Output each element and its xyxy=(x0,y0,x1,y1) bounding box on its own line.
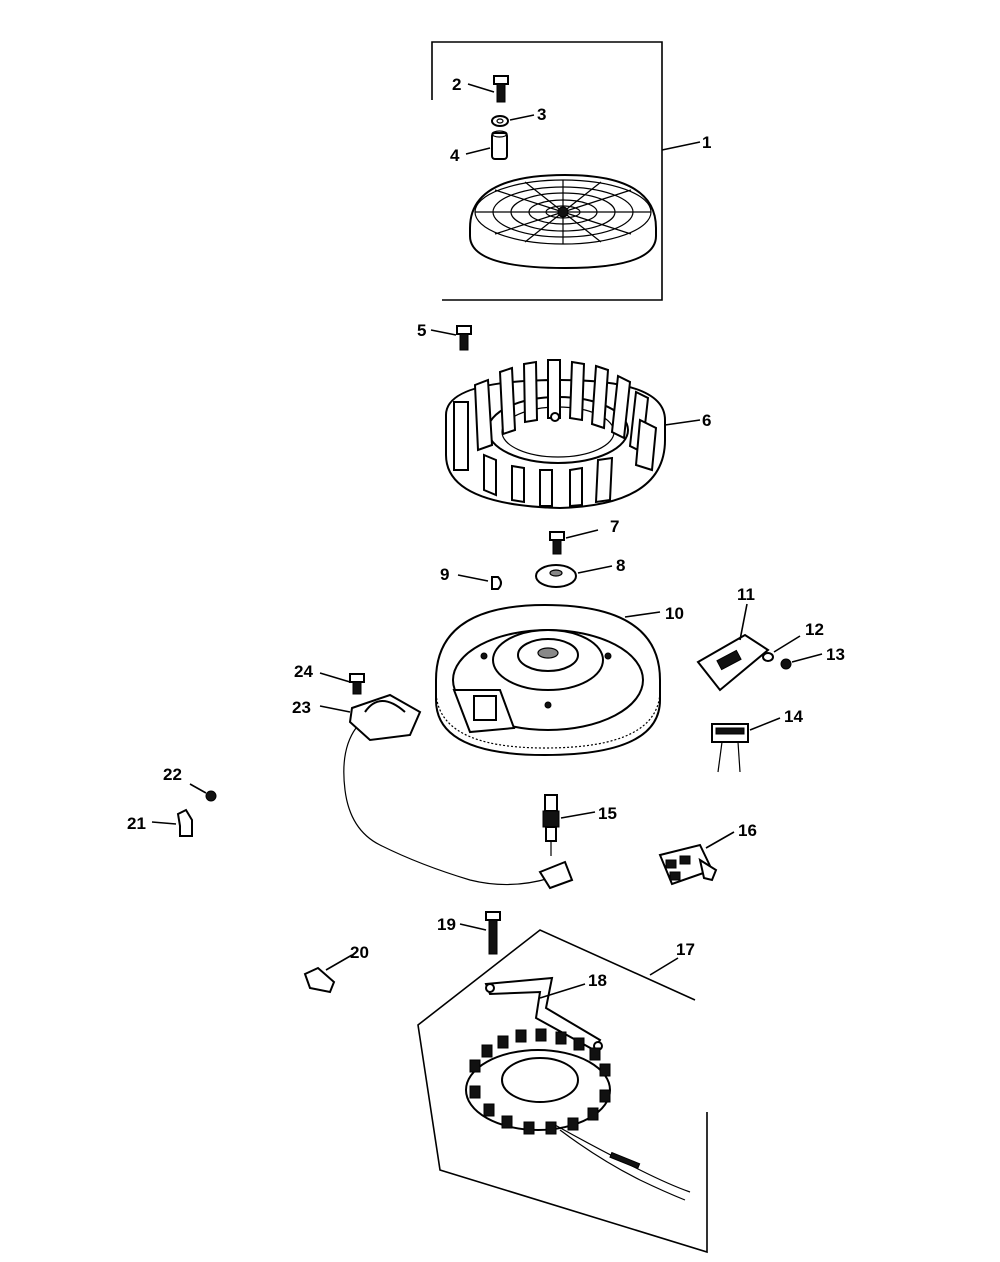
grille-screen xyxy=(469,173,657,270)
part-9-key xyxy=(457,574,502,590)
callout-5: 5 xyxy=(417,321,426,340)
callout-17: 17 xyxy=(676,940,695,959)
callout-9: 9 xyxy=(440,565,449,584)
callout-14: 14 xyxy=(784,707,803,726)
callout-7: 7 xyxy=(610,517,619,536)
part-11-rectifier xyxy=(696,603,770,692)
part-14-connector xyxy=(711,717,781,773)
part-4-spacer xyxy=(465,130,508,160)
callout-11: 11 xyxy=(737,585,755,604)
part-22-nut xyxy=(189,783,217,802)
part-16-block-connector xyxy=(658,831,735,886)
callout-4: 4 xyxy=(450,146,460,165)
callout-6: 6 xyxy=(702,411,711,430)
part-15-spark-plug xyxy=(542,794,596,856)
part-2-bolt xyxy=(467,75,509,103)
part-23-ignition-module xyxy=(319,693,574,890)
group-box-1 xyxy=(431,41,701,301)
part-8-washer xyxy=(535,564,613,588)
callout-23: 23 xyxy=(292,698,311,717)
callout-8: 8 xyxy=(616,556,625,575)
part-7-bolt xyxy=(549,529,599,555)
callout-3: 3 xyxy=(537,105,546,124)
part-5-bolt xyxy=(430,325,472,351)
stator xyxy=(465,1028,691,1201)
callout-12: 12 xyxy=(805,620,824,639)
group-box-17 xyxy=(417,929,708,1254)
part-3-washer xyxy=(491,114,535,127)
part-19-bolt xyxy=(459,911,501,955)
callout-16: 16 xyxy=(738,821,757,840)
part-12-washer xyxy=(762,635,801,662)
callout-21: 21 xyxy=(127,814,146,833)
callout-24: 24 xyxy=(294,662,313,681)
part-13-nut xyxy=(780,653,823,670)
callout-19: 19 xyxy=(437,915,456,934)
callout-22: 22 xyxy=(163,765,182,784)
callout-20: 20 xyxy=(350,943,369,962)
callout-13: 13 xyxy=(826,645,845,664)
part-20-clip xyxy=(303,954,353,994)
part-6-fan xyxy=(445,359,701,510)
part-21-clip xyxy=(151,808,193,837)
callout-1: 1 xyxy=(702,133,711,152)
callout-labels: 1 2 3 4 5 6 7 8 9 10 11 12 13 14 15 16 1… xyxy=(127,75,845,990)
part-10-flywheel xyxy=(435,603,661,757)
callout-15: 15 xyxy=(598,804,617,823)
part-24-bolt xyxy=(319,672,365,695)
callout-18: 18 xyxy=(588,971,607,990)
callout-10: 10 xyxy=(665,604,684,623)
callout-2: 2 xyxy=(452,75,461,94)
